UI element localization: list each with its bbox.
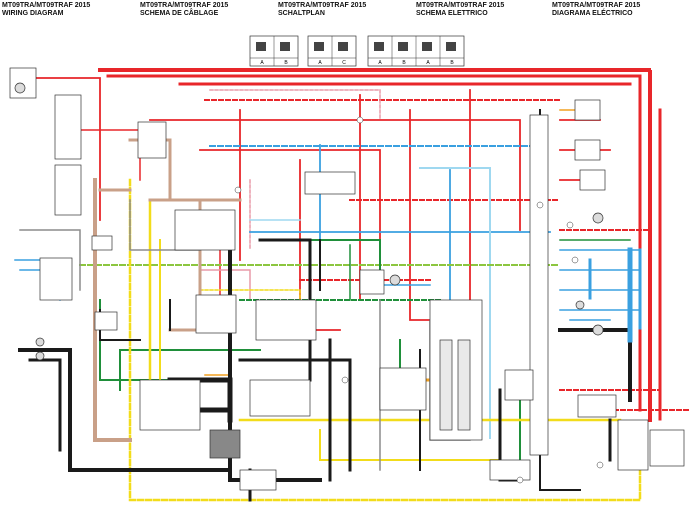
connector-legend-3: A B A B [367,35,465,67]
header-en-model: MT09TRA/MT09TRAF 2015 [2,2,91,9]
connector-legend-2: A C [307,35,357,67]
reference-marker [341,376,349,384]
meter-connector [439,339,453,431]
header-en-title: WIRING DIAGRAM [2,10,64,17]
injector-component [255,299,317,341]
switch-component [304,171,356,195]
reference-marker [234,186,242,194]
legend-label: B [284,60,288,66]
header-it-model: MT09TRA/MT09TRAF 2015 [416,2,505,9]
connector-icon [422,42,432,51]
header-es: MT09TRA/MT09TRAF 2015 DIAGRAMA ELÉCTRICO [552,2,640,18]
switch-component [574,139,601,161]
blue-wires [14,144,641,321]
reference-marker [596,461,604,469]
ground-block-component [617,419,649,471]
speed-sensor-component [359,269,385,295]
meter-connector [457,339,471,431]
gray-wires [19,199,471,471]
reference-marker [571,256,579,264]
connector-icon [280,42,290,51]
relay-component [504,369,534,401]
lamp-icon [575,300,585,310]
legend-label: B [450,60,454,66]
switch-component [579,169,606,191]
header-es-model: MT09TRA/MT09TRAF 2015 [552,2,641,9]
light-blue-wires [249,167,491,441]
lamp-icon [389,274,401,286]
header-fr-model: MT09TRA/MT09TRAF 2015 [140,2,229,9]
header-de-model: MT09TRA/MT09TRAF 2015 [278,2,367,9]
switch-component [574,99,601,121]
connector-icon [314,42,324,51]
header-en: MT09TRA/MT09TRAF 2015 WIRING DIAGRAM [2,2,90,18]
connector-icon [374,42,384,51]
legend-label: A [378,60,382,66]
battery-component [39,257,73,301]
sensor-component [91,235,113,251]
sensor-component [94,311,118,331]
header-de: MT09TRA/MT09TRAF 2015 SCHALTPLAN [278,2,366,18]
ecu-block [209,429,241,459]
meter-unit-component [429,299,483,441]
reference-marker [536,201,544,209]
header-fr-title: SCHEMA DE CÂBLAGE [140,10,219,17]
reference-marker [516,476,524,484]
legend-label: A [426,60,430,66]
lamp-icon [35,337,45,347]
fuse-block-component [649,429,685,467]
main-switch-component [9,67,37,99]
lamp-icon [592,212,604,224]
connector-icon [446,42,456,51]
joint-connector-component [529,114,549,456]
connector-component [239,469,277,491]
ecu-connector-component [174,209,236,251]
legend-label: A [318,60,322,66]
header-it-title: SCHEMA ELETTRICO [416,10,488,17]
legend-label: B [402,60,406,66]
components [9,67,685,491]
connector-icon [398,42,408,51]
legend-label: C [342,60,346,66]
connector-component [489,459,531,481]
reference-markers [234,116,604,484]
connector-component [577,394,617,418]
wire-harness [14,68,691,502]
lamp-icon [592,324,604,336]
connector-icon [256,42,266,51]
relay-component [54,164,82,216]
ignition-coil-component [139,379,201,431]
header-de-title: SCHALTPLAN [278,10,325,17]
header-fr: MT09TRA/MT09TRAF 2015 SCHEMA DE CÂBLAGE [140,2,228,18]
reference-marker [566,221,574,229]
legend-label: A [260,60,264,66]
header-es-title: DIAGRAMA ELÉCTRICO [552,10,633,17]
pink-wires [199,89,381,301]
blue-dotted-bundle [588,247,642,343]
cylinder-block-component [249,379,311,417]
connector-icon [338,42,348,51]
fuse-icon [14,82,26,94]
starter-relay-component [137,121,167,159]
abs-ecu-component [379,367,427,411]
lamp-icon [35,351,45,361]
reference-marker [356,116,364,124]
throttle-component [195,294,237,334]
connector-legend-1: A B [249,35,299,67]
header-it: MT09TRA/MT09TRAF 2015 SCHEMA ELETTRICO [416,2,504,18]
fuse-box-component [54,94,82,160]
